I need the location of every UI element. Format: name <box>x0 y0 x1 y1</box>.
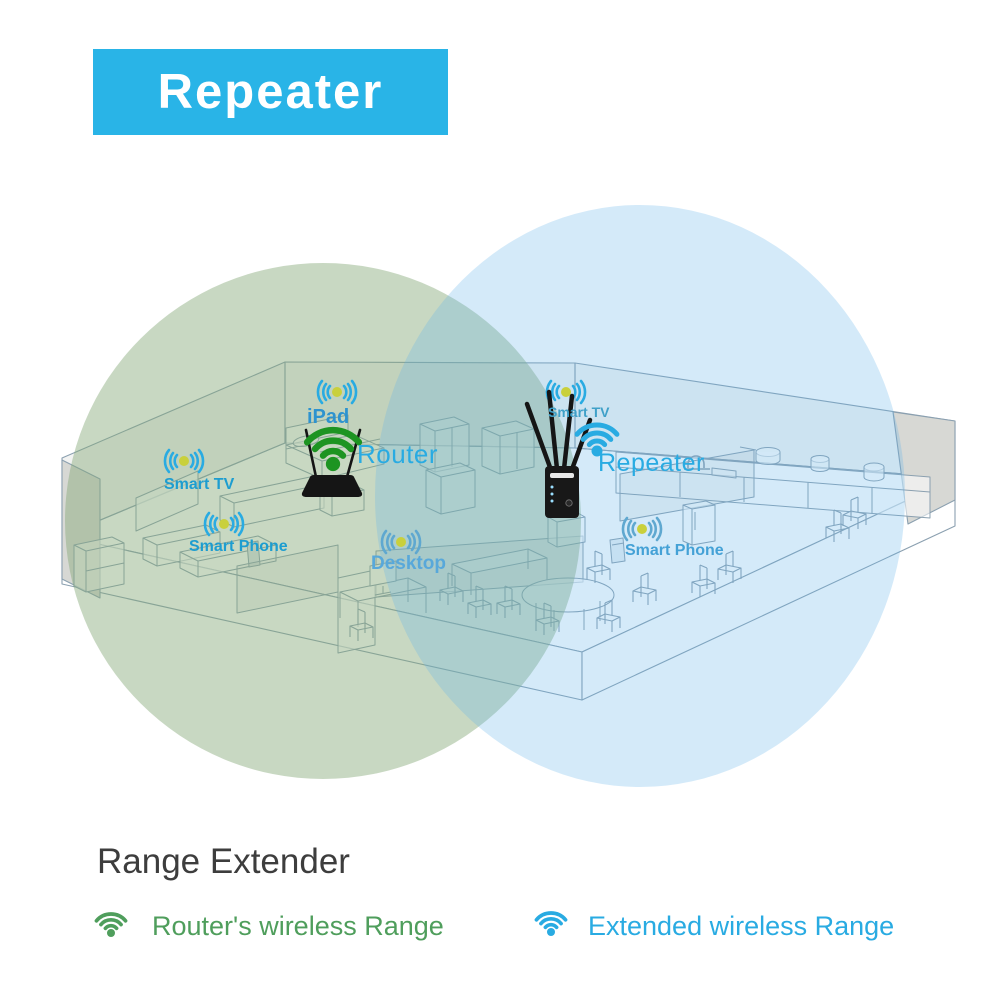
label-router: Router <box>357 439 438 469</box>
overlay-devices: Smart TV Smart Phone iPad Router Desktop… <box>163 379 724 574</box>
repeater-led <box>550 499 554 503</box>
legend-router-range: Router's wireless Range <box>152 911 444 941</box>
pot-body <box>810 459 830 472</box>
banner-label: Repeater <box>157 65 384 119</box>
pot-2-body <box>863 467 885 482</box>
footer-title: Range Extender <box>97 842 350 881</box>
repeater-logo <box>550 473 574 478</box>
repeater-wps-button <box>565 499 573 507</box>
repeater-led <box>550 492 554 496</box>
router-range-circle <box>65 263 581 779</box>
legend-extended-range: Extended wireless Range <box>588 911 895 941</box>
router-body <box>301 475 363 497</box>
fridge <box>682 500 716 546</box>
wifi-icon-blue <box>534 911 568 938</box>
extended-range-circle <box>375 205 905 787</box>
phone-right <box>609 537 626 564</box>
repeater-antennas <box>524 389 593 475</box>
sink <box>711 467 737 479</box>
repeater-stand <box>547 511 586 548</box>
cabinet-left <box>73 536 125 593</box>
pan-body <box>739 446 781 465</box>
house-furniture <box>73 414 931 654</box>
dining-table-legs <box>535 601 601 631</box>
label-smart-tv-left: Smart TV <box>164 476 235 493</box>
slab-front-right <box>581 477 956 701</box>
label-desktop: Desktop <box>371 553 446 574</box>
repeater-banner: Repeater <box>93 49 448 135</box>
wardrobe-2 <box>425 462 476 515</box>
wifi-icon-green <box>94 912 128 939</box>
faucet <box>684 455 710 470</box>
label-smart-phone-left: Smart Phone <box>189 538 288 555</box>
partition-wall-3 <box>619 449 755 522</box>
repeater-led <box>550 485 554 489</box>
repeater-device <box>524 389 593 518</box>
label-smart-phone-right: Smart Phone <box>625 542 724 559</box>
monitor <box>369 560 397 596</box>
phone-left <box>246 540 261 568</box>
label-repeater: Repeater <box>598 449 705 477</box>
tv <box>135 470 199 532</box>
label-smart-tv-right: Smart TV <box>548 404 610 420</box>
label-ipad: iPad <box>307 406 349 428</box>
